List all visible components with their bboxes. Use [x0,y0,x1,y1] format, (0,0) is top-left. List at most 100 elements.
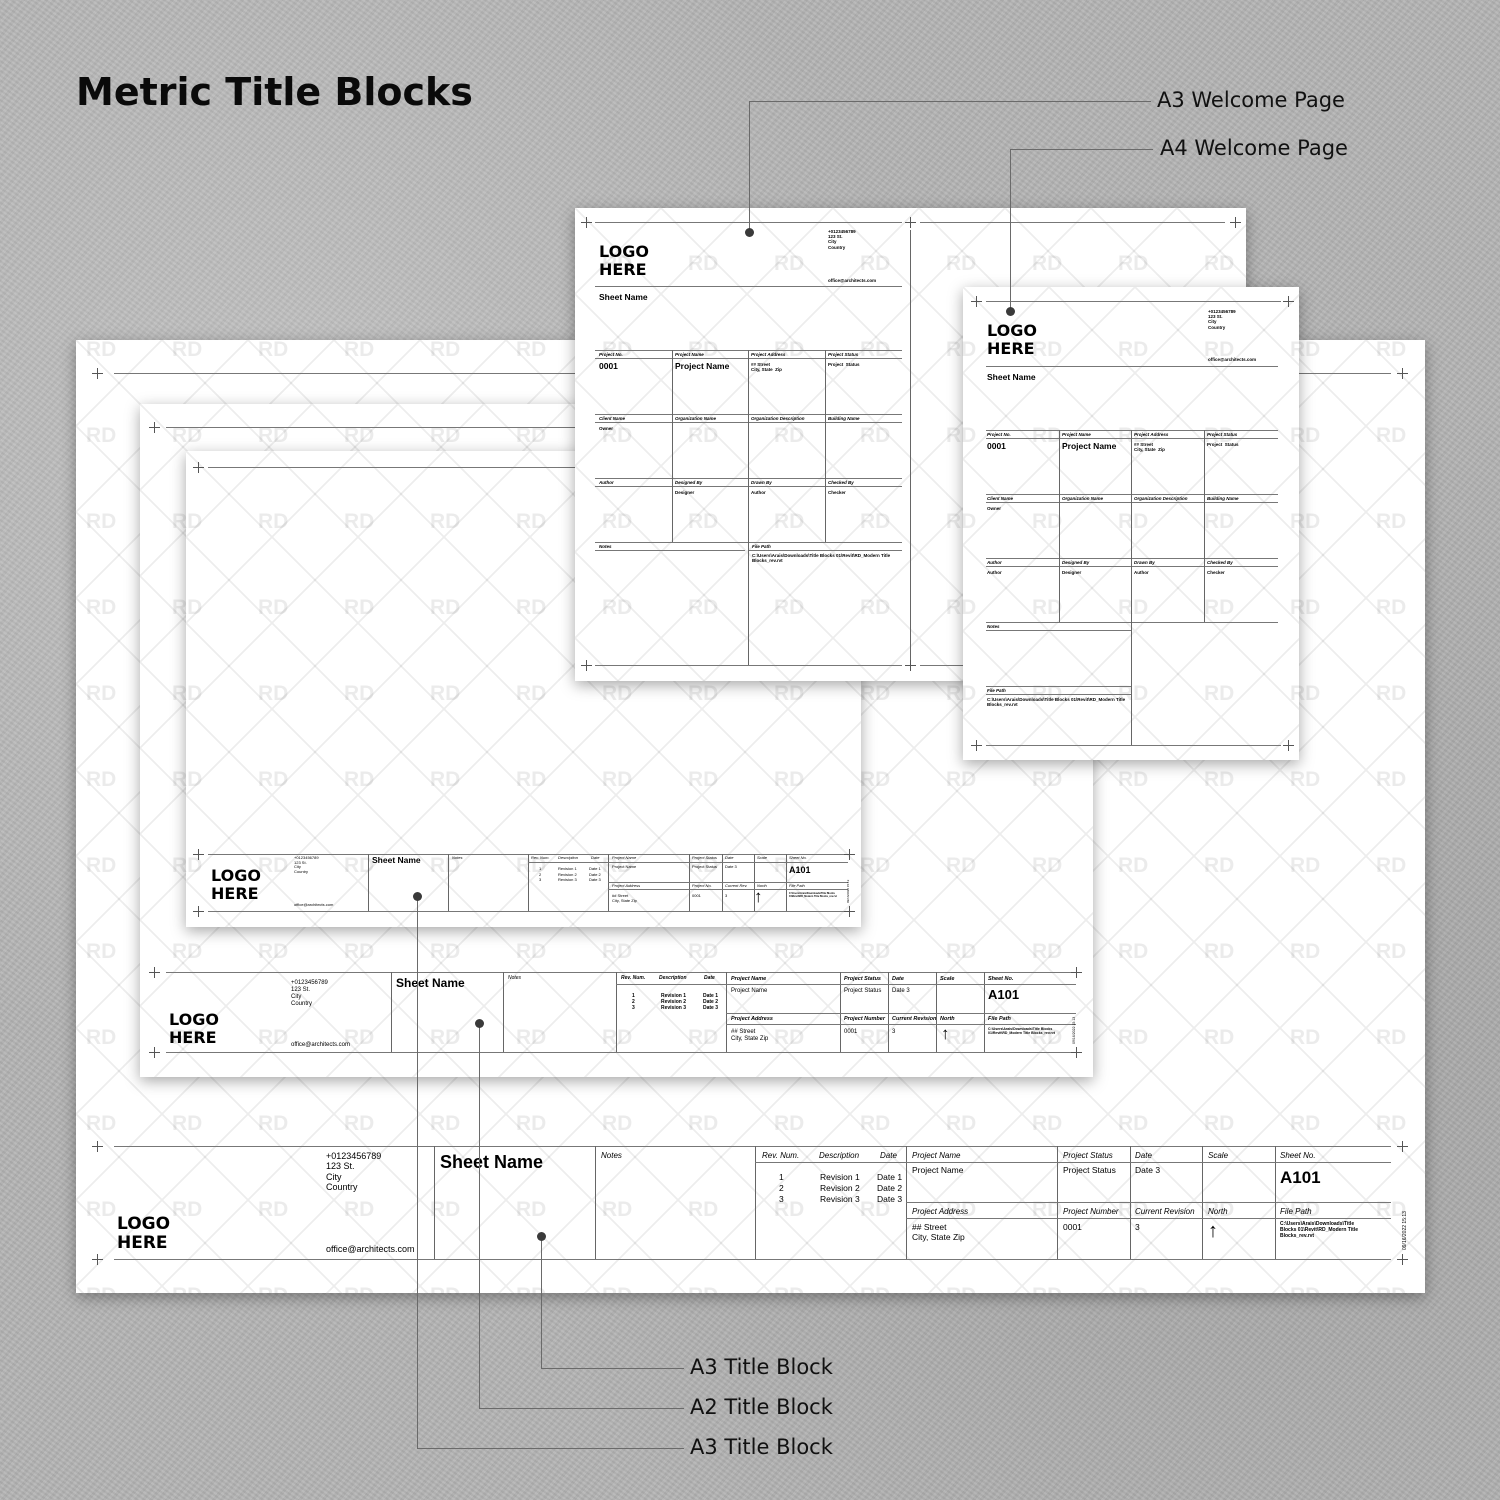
watermark-text: RD [86,1026,117,1049]
watermark-text: RD [602,1198,633,1221]
watermark-text: RD [1204,1026,1235,1049]
watermark-text: RD [946,854,977,877]
crop-mark-icon [1397,1141,1408,1152]
watermark-text: RD [86,424,117,447]
crop-mark-icon [1397,1254,1408,1265]
watermark-text: RD [516,596,547,619]
watermark-text: RD [1376,940,1407,963]
watermark-text: RD [344,768,375,791]
watermark-text: RD [258,596,289,619]
leader-line [1010,149,1011,311]
grid-label: Drawn By [751,480,772,485]
watermark-text: RD [774,682,805,705]
crop-mark-icon [971,296,982,307]
watermark-text: RD [688,940,719,963]
watermark-text: RD [1118,1026,1149,1049]
notes-label: Notes [987,624,1000,629]
leader-line [417,1448,684,1449]
watermark-text: RD [963,682,977,705]
crop-mark-icon [193,462,204,473]
watermark-text: RD [1032,424,1063,447]
watermark-text: RD [1204,940,1235,963]
crop-mark-icon [193,906,204,917]
watermark-text: RD [430,340,461,361]
watermark-text: RD [602,1026,633,1049]
north-arrow-icon: ↑ [941,1024,950,1043]
watermark-text: RD [516,940,547,963]
firm-email: office@architects.com [291,1042,351,1048]
watermark-text: RD [1290,768,1321,791]
firm-email: office@architects.com [294,902,334,907]
grid-value: Designer [675,490,695,495]
leader-line [479,1023,480,1408]
grid-label: Checked By [1207,560,1233,565]
grid-value: ## Street City, State Zip [1134,442,1165,453]
watermark-text: RD [860,768,861,792]
crop-mark-icon [844,906,855,917]
grid-value: Project Status [1207,442,1239,447]
crop-mark-icon [1397,368,1408,379]
watermark-text: RD [86,340,117,361]
grid-value: Designer [1062,570,1082,575]
firm-email: office@architects.com [326,1244,415,1254]
sheet-name: Sheet Name [599,292,648,302]
watermark-text: RD [963,510,977,533]
watermark-text: RD [774,596,805,619]
watermark-text: RD [258,510,289,533]
callout-a2-title-block: A2 Title Block [690,1395,833,1419]
crop-mark-icon [971,740,982,751]
watermark-text: RD [1290,1112,1321,1135]
grid-value: Owner [599,426,614,431]
watermark-text: RD [602,682,633,705]
grid-value: Project Status [828,362,860,367]
grid-label: Project Address [751,352,786,357]
watermark-text: RD [1376,596,1407,619]
watermark-text: RD [516,682,547,705]
grid-label: Checked By [828,480,854,485]
grid-label: Client Name [987,496,1014,501]
watermark-text: RD [1376,1026,1407,1049]
leader-line [749,101,750,232]
grid-value: 0001 [987,441,1006,451]
file-path-value: C:\Users\Arais\Downloads\Title Blocks 01… [752,553,891,564]
watermark-text: RD [516,1198,547,1221]
grid-label: Organization Name [1062,496,1104,501]
watermark-text: RD [1032,1284,1062,1293]
crop-mark-icon [1230,217,1241,228]
watermark-text: RD [860,682,891,705]
watermark-text: RD [1032,596,1063,619]
watermark-text: RD [344,510,375,533]
callout-a3-title-block-large: A3 Title Block [690,1355,833,1379]
crop-mark-icon [905,217,916,228]
watermark-text: RD [86,1198,117,1221]
watermark-text: RD [516,510,547,533]
watermark-text: RD [1032,1112,1063,1135]
watermark-text: RD [516,1026,547,1049]
watermark-text: RD [258,1112,289,1135]
watermark-text: RD [430,768,461,791]
callout-a3-title-block-small: A3 Title Block [690,1435,833,1459]
watermark-text: RD [86,510,117,533]
watermark-text: RD [688,1198,719,1221]
crop-mark-icon [149,967,160,978]
watermark-text: RD [1204,596,1235,619]
crop-mark-icon [1071,1047,1082,1058]
watermark-text: RD [1290,510,1299,533]
grid-value: Author [751,490,766,495]
watermark-text: RD [1118,1284,1148,1293]
crop-mark-icon [149,1047,160,1058]
watermark-text: RD [1204,1284,1234,1293]
titleblock-top-line [114,1146,1391,1147]
watermark-text: RD [1376,340,1407,361]
print-stamp: 09/16/2022 15:13 [1402,1211,1408,1250]
watermark-text: RD [860,854,891,877]
watermark-text: RD [344,1112,375,1135]
watermark-text: RD [688,252,719,275]
